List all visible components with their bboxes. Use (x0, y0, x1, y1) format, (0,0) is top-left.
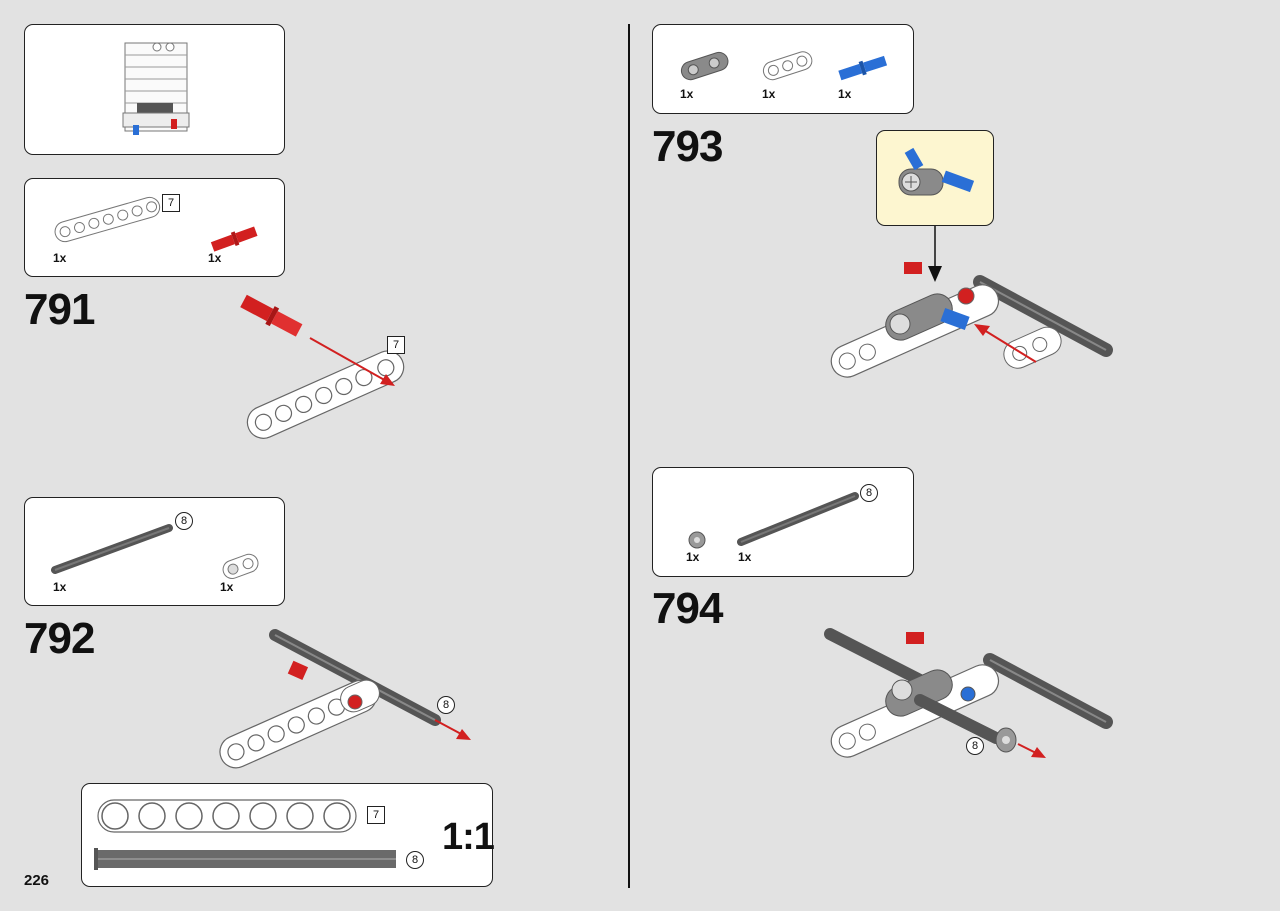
part-qty: 1x (838, 87, 852, 101)
white-beam-part (762, 51, 813, 81)
part-length-badge: 7 (162, 194, 180, 212)
callout-arrow (928, 226, 942, 282)
callout-length-badge: 7 (387, 336, 405, 354)
callout-length-badge: 8 (966, 737, 984, 755)
step-number: 794 (652, 584, 723, 633)
step-792-parts-panel: 8 1x 1x (24, 497, 285, 606)
scale-beam-length: 7 (367, 806, 385, 824)
part-length-badge: 8 (860, 484, 878, 502)
part-length-badge: 8 (175, 512, 193, 530)
step-792-assembly (219, 629, 471, 769)
page-number: 226 (24, 872, 50, 889)
scale-beam-7 (97, 799, 357, 833)
step-791-parts-panel: 7 1x 1x (24, 178, 285, 277)
callout-length-badge: 8 (437, 696, 455, 714)
scale-axle-length: 8 (406, 851, 424, 869)
bush-part (688, 531, 706, 549)
part-qty: 1x (220, 580, 234, 594)
part-qty: 1x (686, 550, 700, 564)
step-793-parts-panel: 1x 1x 1x (652, 24, 914, 114)
step-number: 792 (24, 614, 95, 663)
preview-panel (24, 24, 285, 155)
part-qty: 1x (680, 87, 694, 101)
step-number: 793 (652, 122, 723, 171)
step-793-callout (876, 130, 994, 226)
scale-panel: 7 8 1:1 (81, 783, 495, 887)
red-pin-part (210, 226, 258, 252)
scale-axle-8 (94, 848, 396, 870)
preview-model-illustration (122, 42, 190, 135)
beam-7-part (54, 196, 161, 243)
axle-8-part (51, 524, 173, 574)
step-794-parts-panel: 8 1x 1x (652, 467, 914, 577)
step-number: 791 (24, 285, 95, 334)
part-qty: 1x (208, 251, 222, 265)
part-qty: 1x (738, 550, 752, 564)
part-qty: 1x (53, 251, 67, 265)
blue-pin-part (838, 55, 888, 81)
gray-connector-part (680, 51, 729, 81)
scale-label: 1:1 (442, 816, 495, 858)
step-793-assembly (830, 262, 1113, 378)
step-791-assembly (240, 294, 405, 439)
step-794-assembly (824, 628, 1113, 758)
connector-part (222, 553, 259, 579)
part-qty: 1x (53, 580, 67, 594)
part-qty: 1x (762, 87, 776, 101)
axle-8-part (737, 492, 859, 546)
callout-subassembly (898, 147, 975, 196)
page-divider (628, 24, 630, 888)
